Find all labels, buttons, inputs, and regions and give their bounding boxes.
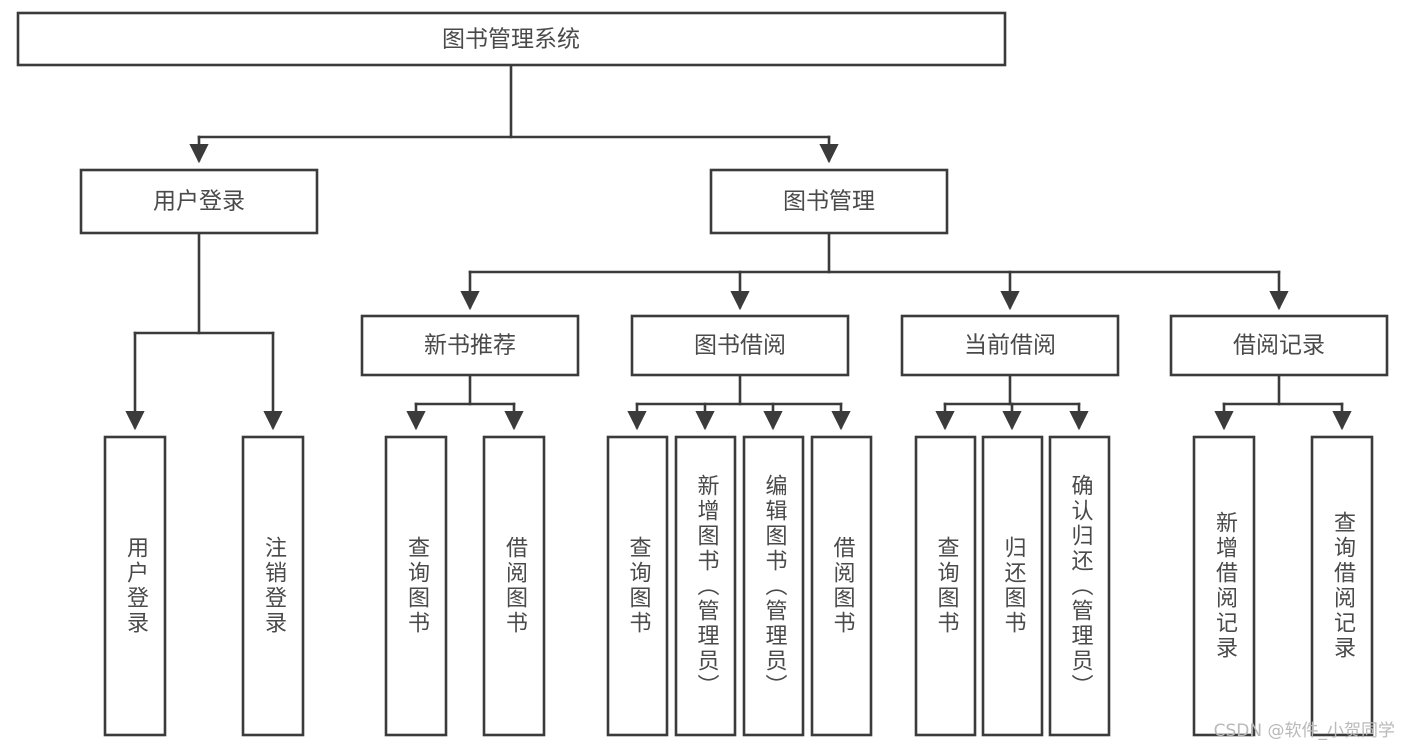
- node-leaf-return-book[interactable]: [981, 435, 1044, 737]
- node-leaf-add-book-box[interactable]: [674, 435, 737, 737]
- node-root-box[interactable]: [16, 11, 1007, 67]
- node-borrow-record[interactable]: 借阅记录: [1169, 314, 1389, 377]
- node-leaf-borrow-book-1[interactable]: [482, 435, 546, 737]
- node-new-book-rec-label: 新书推荐: [424, 333, 516, 359]
- node-book-borrow-label: 图书借阅: [694, 333, 786, 359]
- node-book-manage-label: 图书管理: [783, 189, 875, 215]
- node-leaf-edit-book-box[interactable]: [742, 435, 805, 737]
- node-leaf-add-record-box[interactable]: [1192, 435, 1256, 737]
- connector-borrow-record-to-leaves: [1214, 373, 1352, 431]
- node-leaf-user-login[interactable]: [103, 435, 167, 737]
- connector-user-login-to-leaves: [125, 231, 283, 431]
- node-leaf-add-book[interactable]: [674, 435, 737, 737]
- node-leaf-return-book-box[interactable]: [981, 435, 1044, 737]
- node-new-book-rec[interactable]: 新书推荐: [360, 314, 580, 377]
- node-leaf-query-book-1-box[interactable]: [384, 435, 448, 737]
- node-leaf-borrow-book-2[interactable]: [810, 435, 873, 737]
- node-layer: 图书管理系统 用户登录 图书管理 新书推荐 图书借阅 当前: [16, 11, 1389, 737]
- node-leaf-confirm-return-box[interactable]: [1048, 435, 1111, 737]
- connector-root-to-level2: [189, 63, 839, 164]
- node-leaf-add-record[interactable]: [1192, 435, 1256, 737]
- node-leaf-query-book-3-box[interactable]: [914, 435, 977, 737]
- node-leaf-logout[interactable]: [241, 435, 305, 737]
- node-leaf-logout-box[interactable]: [241, 435, 305, 737]
- node-new-book-rec-box[interactable]: [360, 314, 580, 377]
- node-borrow-record-label: 借阅记录: [1233, 333, 1325, 359]
- node-current-borrow-label: 当前借阅: [964, 333, 1056, 359]
- node-leaf-edit-book[interactable]: [742, 435, 805, 737]
- node-leaf-query-record[interactable]: [1310, 435, 1374, 737]
- node-book-manage-box[interactable]: [709, 168, 949, 235]
- node-leaf-borrow-book-1-box[interactable]: [482, 435, 546, 737]
- connector-new-book-rec-to-leaves: [406, 373, 524, 431]
- node-book-borrow-box[interactable]: [630, 314, 850, 377]
- connector-book-manage-to-level3: [460, 231, 1289, 311]
- node-user-login[interactable]: 用户登录: [79, 168, 319, 235]
- node-book-borrow[interactable]: 图书借阅: [630, 314, 850, 377]
- node-current-borrow[interactable]: 当前借阅: [900, 314, 1120, 377]
- node-leaf-user-login-box[interactable]: [103, 435, 167, 737]
- node-leaf-query-book-2[interactable]: [606, 435, 669, 737]
- connector-current-borrow-to-leaves: [935, 373, 1089, 431]
- node-leaf-query-book-2-box[interactable]: [606, 435, 669, 737]
- node-leaf-query-record-box[interactable]: [1310, 435, 1374, 737]
- node-root-label: 图书管理系统: [442, 27, 580, 53]
- node-leaf-query-book-3[interactable]: [914, 435, 977, 737]
- node-leaf-confirm-return[interactable]: [1048, 435, 1111, 737]
- node-root[interactable]: 图书管理系统: [16, 11, 1007, 67]
- node-current-borrow-box[interactable]: [900, 314, 1120, 377]
- node-user-login-box[interactable]: [79, 168, 319, 235]
- node-leaf-query-book-1[interactable]: [384, 435, 448, 737]
- connector-book-borrow-to-leaves: [627, 373, 851, 431]
- connector-layer: [125, 63, 1352, 431]
- node-book-manage[interactable]: 图书管理: [709, 168, 949, 235]
- node-user-login-label: 用户登录: [153, 189, 245, 215]
- node-leaf-borrow-book-2-box[interactable]: [810, 435, 873, 737]
- node-borrow-record-box[interactable]: [1169, 314, 1389, 377]
